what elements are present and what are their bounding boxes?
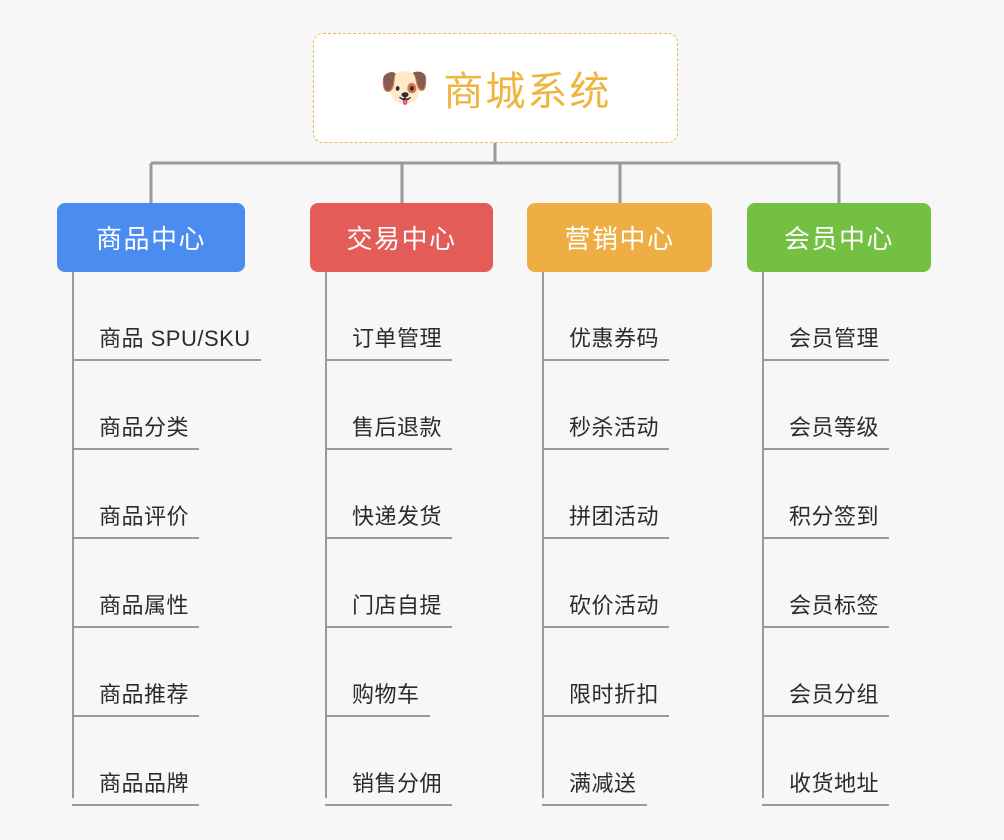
leaf-label: 收货地址 (779, 766, 890, 806)
leaf-label: 限时折扣 (559, 677, 670, 717)
category-header-marketing-center[interactable]: 营销中心 (527, 203, 712, 272)
list-item[interactable]: 快递发货 (310, 450, 493, 539)
list-item[interactable]: 满减送 (527, 717, 712, 806)
category-title: 商品中心 (95, 224, 206, 254)
list-item[interactable]: 商品 SPU/SKU (57, 272, 261, 361)
list-item[interactable]: 会员标签 (747, 539, 931, 628)
list-item[interactable]: 商品评价 (57, 450, 261, 539)
leaf-label: 订单管理 (342, 321, 453, 361)
list-item[interactable]: 收货地址 (747, 717, 931, 806)
leaf-label: 拼团活动 (559, 499, 670, 539)
leaf-list-product-center: 商品 SPU/SKU 商品分类 商品评价 商品属性 商品推荐 商品品牌 (57, 272, 261, 806)
branch-trade-center: 交易中心 订单管理 售后退款 快递发货 门店自提 购物车 销售分佣 (310, 203, 493, 806)
leaf-label: 砍价活动 (559, 588, 670, 628)
list-item[interactable]: 商品分类 (57, 361, 261, 450)
leaf-label: 积分签到 (779, 499, 890, 539)
leaf-label: 快递发货 (342, 499, 453, 539)
leaf-label: 购物车 (342, 677, 430, 717)
list-item[interactable]: 会员等级 (747, 361, 931, 450)
root-node[interactable]: 🐶 商城系统 (313, 33, 678, 143)
list-item[interactable]: 订单管理 (310, 272, 493, 361)
list-item[interactable]: 会员分组 (747, 628, 931, 717)
leaf-label: 商品属性 (89, 588, 200, 628)
leaf-label: 商品品牌 (89, 766, 200, 806)
leaf-label: 售后退款 (342, 410, 453, 450)
leaf-list-marketing-center: 优惠券码 秒杀活动 拼团活动 砍价活动 限时折扣 满减送 (527, 272, 712, 806)
leaf-label: 商品评价 (89, 499, 200, 539)
leaf-label: 秒杀活动 (559, 410, 670, 450)
list-item[interactable]: 拼团活动 (527, 450, 712, 539)
leaf-list-trade-center: 订单管理 售后退款 快递发货 门店自提 购物车 销售分佣 (310, 272, 493, 806)
leaf-list-member-center: 会员管理 会员等级 积分签到 会员标签 会员分组 收货地址 (747, 272, 931, 806)
list-item[interactable]: 砍价活动 (527, 539, 712, 628)
list-item[interactable]: 商品品牌 (57, 717, 261, 806)
leaf-label: 商品 SPU/SKU (89, 321, 261, 361)
list-item[interactable]: 优惠券码 (527, 272, 712, 361)
leaf-label: 商品分类 (89, 410, 200, 450)
dog-face-icon: 🐶 (379, 66, 430, 110)
leaf-label: 商品推荐 (89, 677, 200, 717)
list-item[interactable]: 会员管理 (747, 272, 931, 361)
branch-product-center: 商品中心 商品 SPU/SKU 商品分类 商品评价 商品属性 商品推荐 商品品牌 (57, 203, 261, 806)
leaf-label: 会员标签 (779, 588, 890, 628)
leaf-label: 会员管理 (779, 321, 890, 361)
list-item[interactable]: 商品属性 (57, 539, 261, 628)
leaf-label: 满减送 (559, 766, 647, 806)
list-item[interactable]: 商品推荐 (57, 628, 261, 717)
list-item[interactable]: 秒杀活动 (527, 361, 712, 450)
root-title: 商城系统 (443, 70, 612, 114)
category-header-member-center[interactable]: 会员中心 (747, 203, 931, 272)
list-item[interactable]: 限时折扣 (527, 628, 712, 717)
branch-marketing-center: 营销中心 优惠券码 秒杀活动 拼团活动 砍价活动 限时折扣 满减送 (527, 203, 712, 806)
list-item[interactable]: 售后退款 (310, 361, 493, 450)
list-item[interactable]: 门店自提 (310, 539, 493, 628)
leaf-label: 优惠券码 (559, 321, 670, 361)
branch-member-center: 会员中心 会员管理 会员等级 积分签到 会员标签 会员分组 收货地址 (747, 203, 931, 806)
leaf-label: 门店自提 (342, 588, 453, 628)
category-title: 会员中心 (783, 224, 894, 254)
leaf-label: 会员分组 (779, 677, 890, 717)
category-header-trade-center[interactable]: 交易中心 (310, 203, 493, 272)
list-item[interactable]: 购物车 (310, 628, 493, 717)
list-item[interactable]: 销售分佣 (310, 717, 493, 806)
list-item[interactable]: 积分签到 (747, 450, 931, 539)
leaf-label: 销售分佣 (342, 766, 453, 806)
category-title: 营销中心 (564, 224, 675, 254)
category-title: 交易中心 (346, 224, 457, 254)
category-header-product-center[interactable]: 商品中心 (57, 203, 245, 272)
leaf-label: 会员等级 (779, 410, 890, 450)
